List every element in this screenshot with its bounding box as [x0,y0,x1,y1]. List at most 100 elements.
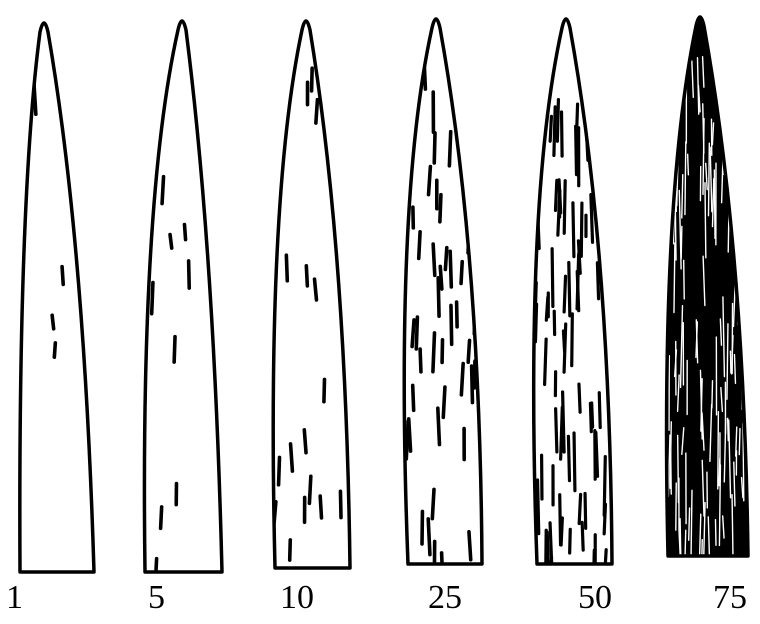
leaf-5 [527,19,612,602]
streak [561,407,563,459]
streak [742,235,744,300]
streak [576,126,577,174]
streak [572,314,573,366]
streak [684,260,685,299]
streak [546,297,548,320]
streak [316,100,318,123]
streak [740,141,742,169]
streak [741,104,743,154]
streak [672,147,674,187]
streak [663,221,665,285]
streak [714,170,715,238]
streak [715,520,716,546]
streak [579,384,580,412]
streak [445,248,446,270]
streak [450,251,451,287]
streak [668,107,670,138]
streak [396,300,398,330]
streak [737,150,738,228]
streak [728,418,729,440]
streak [664,340,665,408]
streak [742,282,743,303]
leaf-2 [144,21,222,580]
leaf-label-4: 25 [428,578,462,618]
streak [286,255,287,281]
leaf-label-2: 5 [148,578,165,618]
streak [174,337,175,362]
streak [290,540,291,560]
streak [561,518,562,545]
streak [528,210,530,256]
leaf-6 [663,17,748,617]
streak [564,324,566,372]
leaf-3 [272,21,350,568]
streak [573,203,574,257]
streak [472,366,473,402]
streak [545,339,547,384]
leaf-streaks [663,17,748,617]
streak [320,496,321,518]
streak [272,134,273,160]
streak [604,96,606,150]
streak [457,302,458,327]
streak [461,262,462,284]
streak [721,93,723,117]
streak [705,183,706,258]
streak [449,132,450,166]
streak [162,177,163,204]
streak [562,112,563,156]
leaf-label-3: 10 [280,578,314,618]
streak [592,403,593,427]
streak [152,283,153,314]
streak [530,338,531,387]
streak [550,116,551,141]
streak [420,349,421,372]
streak [184,224,185,239]
streak [432,489,434,518]
streak [591,195,593,243]
streak [54,343,55,357]
streak [324,379,325,401]
streak [428,519,430,555]
streak [451,305,452,344]
streak [671,452,672,494]
streak [740,130,741,186]
streak [558,191,560,236]
streak [443,387,445,417]
streak [541,55,543,110]
streak [189,261,190,288]
streak [581,203,582,256]
streak [66,97,67,119]
streak [304,430,306,453]
streak [719,459,720,486]
streak [574,433,575,491]
streak [682,175,683,218]
streak [62,267,63,285]
streak [555,180,556,210]
streak [604,207,605,264]
streak [579,494,580,523]
streak [434,133,435,163]
streak [306,266,307,286]
streak [689,508,690,540]
streak [663,149,665,171]
streak [279,457,280,484]
streak [603,55,604,88]
leaf-4 [396,19,482,586]
leaf-label-1: 1 [6,578,23,618]
streak [440,195,441,222]
streak [309,476,310,503]
streak [461,364,463,395]
streak [429,167,431,195]
streak [534,161,535,214]
streak [528,178,529,203]
streak [416,317,417,349]
streak [156,559,157,580]
streak [577,104,578,128]
streak [564,276,565,312]
streak [161,507,162,528]
streak [281,75,283,96]
streak [534,126,535,152]
